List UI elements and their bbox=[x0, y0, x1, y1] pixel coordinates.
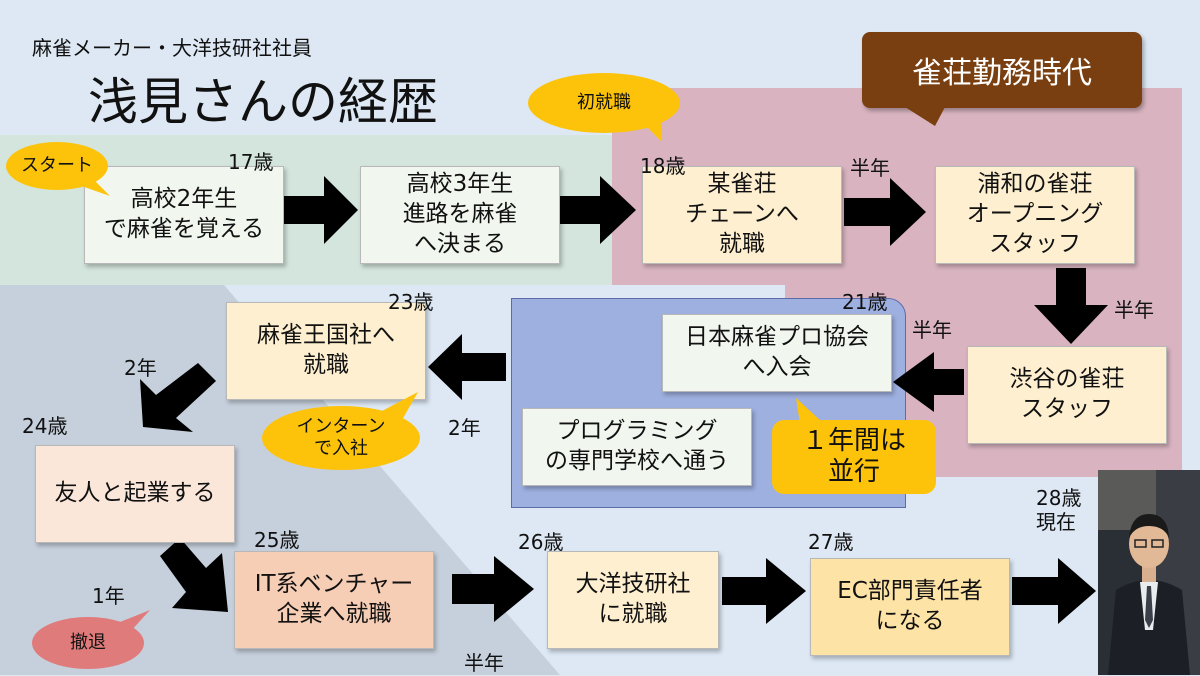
age-28-now: 28歳 現在 bbox=[1036, 486, 1082, 534]
arrow-s5-s6 bbox=[893, 352, 964, 412]
parallel-callout-label: １年間は 並行 bbox=[801, 425, 906, 487]
arrow-s9-s10 bbox=[160, 538, 228, 612]
page-subtitle: 麻雀メーカー・大洋技研社社員 bbox=[32, 36, 312, 60]
step-mahjong-oukoku: 麻雀王国社へ 就職 bbox=[226, 302, 426, 400]
arrow-s1-s2 bbox=[284, 176, 358, 244]
page-title: 浅見さんの経歴 bbox=[88, 73, 438, 131]
step-programming-school: プログラミング の専門学校へ通う bbox=[522, 408, 752, 486]
arrow-s11-s12 bbox=[722, 558, 806, 624]
duration-s3-s4: 半年 bbox=[850, 156, 890, 180]
step-it-venture: IT系ベンチャー 企業へ就職 bbox=[234, 551, 434, 649]
duration-s4-s5: 半年 bbox=[1114, 298, 1154, 322]
step-startup: 友人と起業する bbox=[35, 445, 235, 543]
arrow-s8-s9 bbox=[140, 363, 216, 432]
step-urawa: 浦和の雀荘 オープニング スタッフ bbox=[935, 166, 1135, 264]
step-ec-manager: EC部門責任者 になる bbox=[810, 558, 1010, 656]
age-26: 26歳 bbox=[518, 530, 564, 554]
age-27: 27歳 bbox=[808, 530, 854, 554]
step-highschool-3: 高校3年生 進路を麻雀 へ決まる bbox=[360, 166, 560, 264]
arrow-s10-s11 bbox=[452, 556, 534, 622]
duration-s5-s6: 半年 bbox=[912, 318, 952, 342]
start-bubble: スタート bbox=[6, 142, 108, 190]
age-17: 17歳 bbox=[228, 150, 274, 174]
duration-study-s8: 2年 bbox=[448, 416, 481, 440]
step-first-job: 某雀荘 チェーンへ 就職 bbox=[642, 166, 842, 264]
arrow-s12-photo bbox=[1012, 558, 1096, 624]
duration-s8-s9: 2年 bbox=[124, 356, 157, 380]
arrow-study-s8 bbox=[428, 334, 506, 400]
step-taiyo-giken: 大洋技研社 に就職 bbox=[547, 551, 719, 649]
step-shibuya: 渋谷の雀荘 スタッフ bbox=[967, 346, 1167, 444]
portrait-photo bbox=[1098, 470, 1200, 675]
age-25: 25歳 bbox=[254, 528, 300, 552]
arrow-s3-s4 bbox=[844, 178, 926, 246]
duration-s10-s11: 半年 bbox=[464, 651, 504, 675]
arrow-s4-s5 bbox=[1034, 268, 1108, 344]
parallel-callout: １年間は 並行 bbox=[772, 420, 936, 494]
banner-label: 雀荘勤務時代 bbox=[912, 56, 1092, 91]
age-18: 18歳 bbox=[640, 154, 686, 178]
arrow-s2-s3 bbox=[560, 176, 636, 244]
age-21: 21歳 bbox=[842, 290, 888, 314]
step-pro-association: 日本麻雀プロ協会 へ入会 bbox=[662, 314, 892, 392]
age-23: 23歳 bbox=[388, 290, 434, 314]
duration-s9-s10: 1年 bbox=[92, 584, 125, 608]
jansou-period-banner: 雀荘勤務時代 bbox=[862, 32, 1142, 108]
age-24: 24歳 bbox=[22, 414, 68, 438]
step-highschool-2: 高校2年生 で麻雀を覚える bbox=[84, 166, 284, 264]
